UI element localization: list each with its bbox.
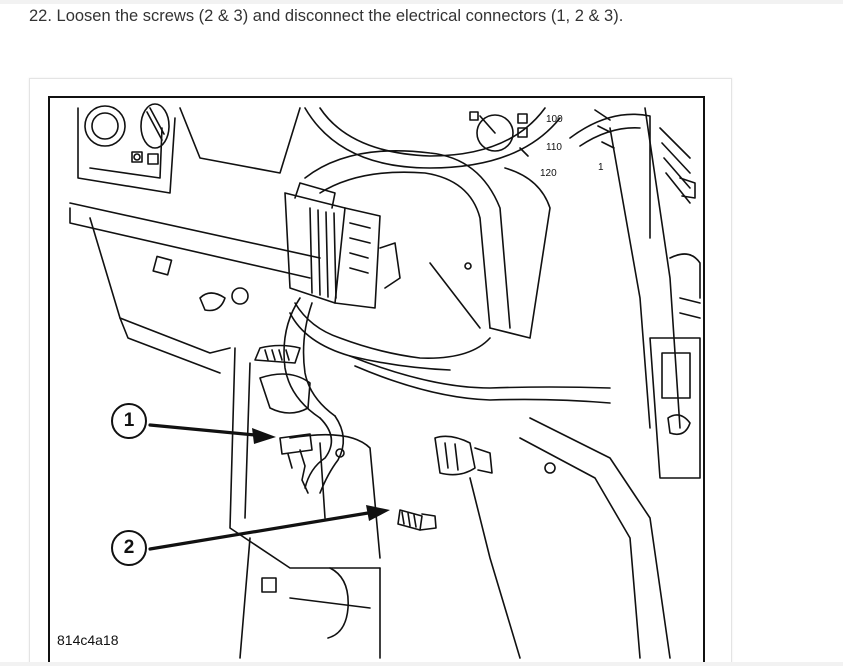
service-illustration: 100 110 120 1 <box>48 96 705 664</box>
top-divider <box>0 0 843 4</box>
connector-1 <box>279 433 313 455</box>
gauge-label-110: 110 <box>546 142 562 153</box>
headlamp-knob <box>84 105 126 147</box>
speedometer-dial <box>569 113 651 239</box>
gauge-label-120: 120 <box>540 168 557 179</box>
figure-code: 814c4a18 <box>57 632 119 648</box>
gauge-label-100: 100 <box>546 114 563 125</box>
line-drawing: 100 110 120 1 <box>69 103 701 659</box>
callout-1: 1 <box>111 403 147 439</box>
instrument-cluster <box>304 107 561 169</box>
knee-bolster <box>89 217 231 354</box>
leader-line-2 <box>148 511 370 551</box>
switch-panel <box>77 107 176 194</box>
a-pillar <box>609 127 651 429</box>
step-instruction: 22. Loosen the screws (2 & 3) and discon… <box>29 7 624 25</box>
bottom-divider <box>0 662 843 666</box>
gauge-label-1: 1 <box>598 162 604 173</box>
callout-2: 2 <box>111 530 147 566</box>
steering-column-shroud <box>304 150 511 329</box>
tachometer-dial <box>476 114 514 152</box>
wiring-harness <box>294 302 491 359</box>
leader-line-1 <box>148 423 257 437</box>
